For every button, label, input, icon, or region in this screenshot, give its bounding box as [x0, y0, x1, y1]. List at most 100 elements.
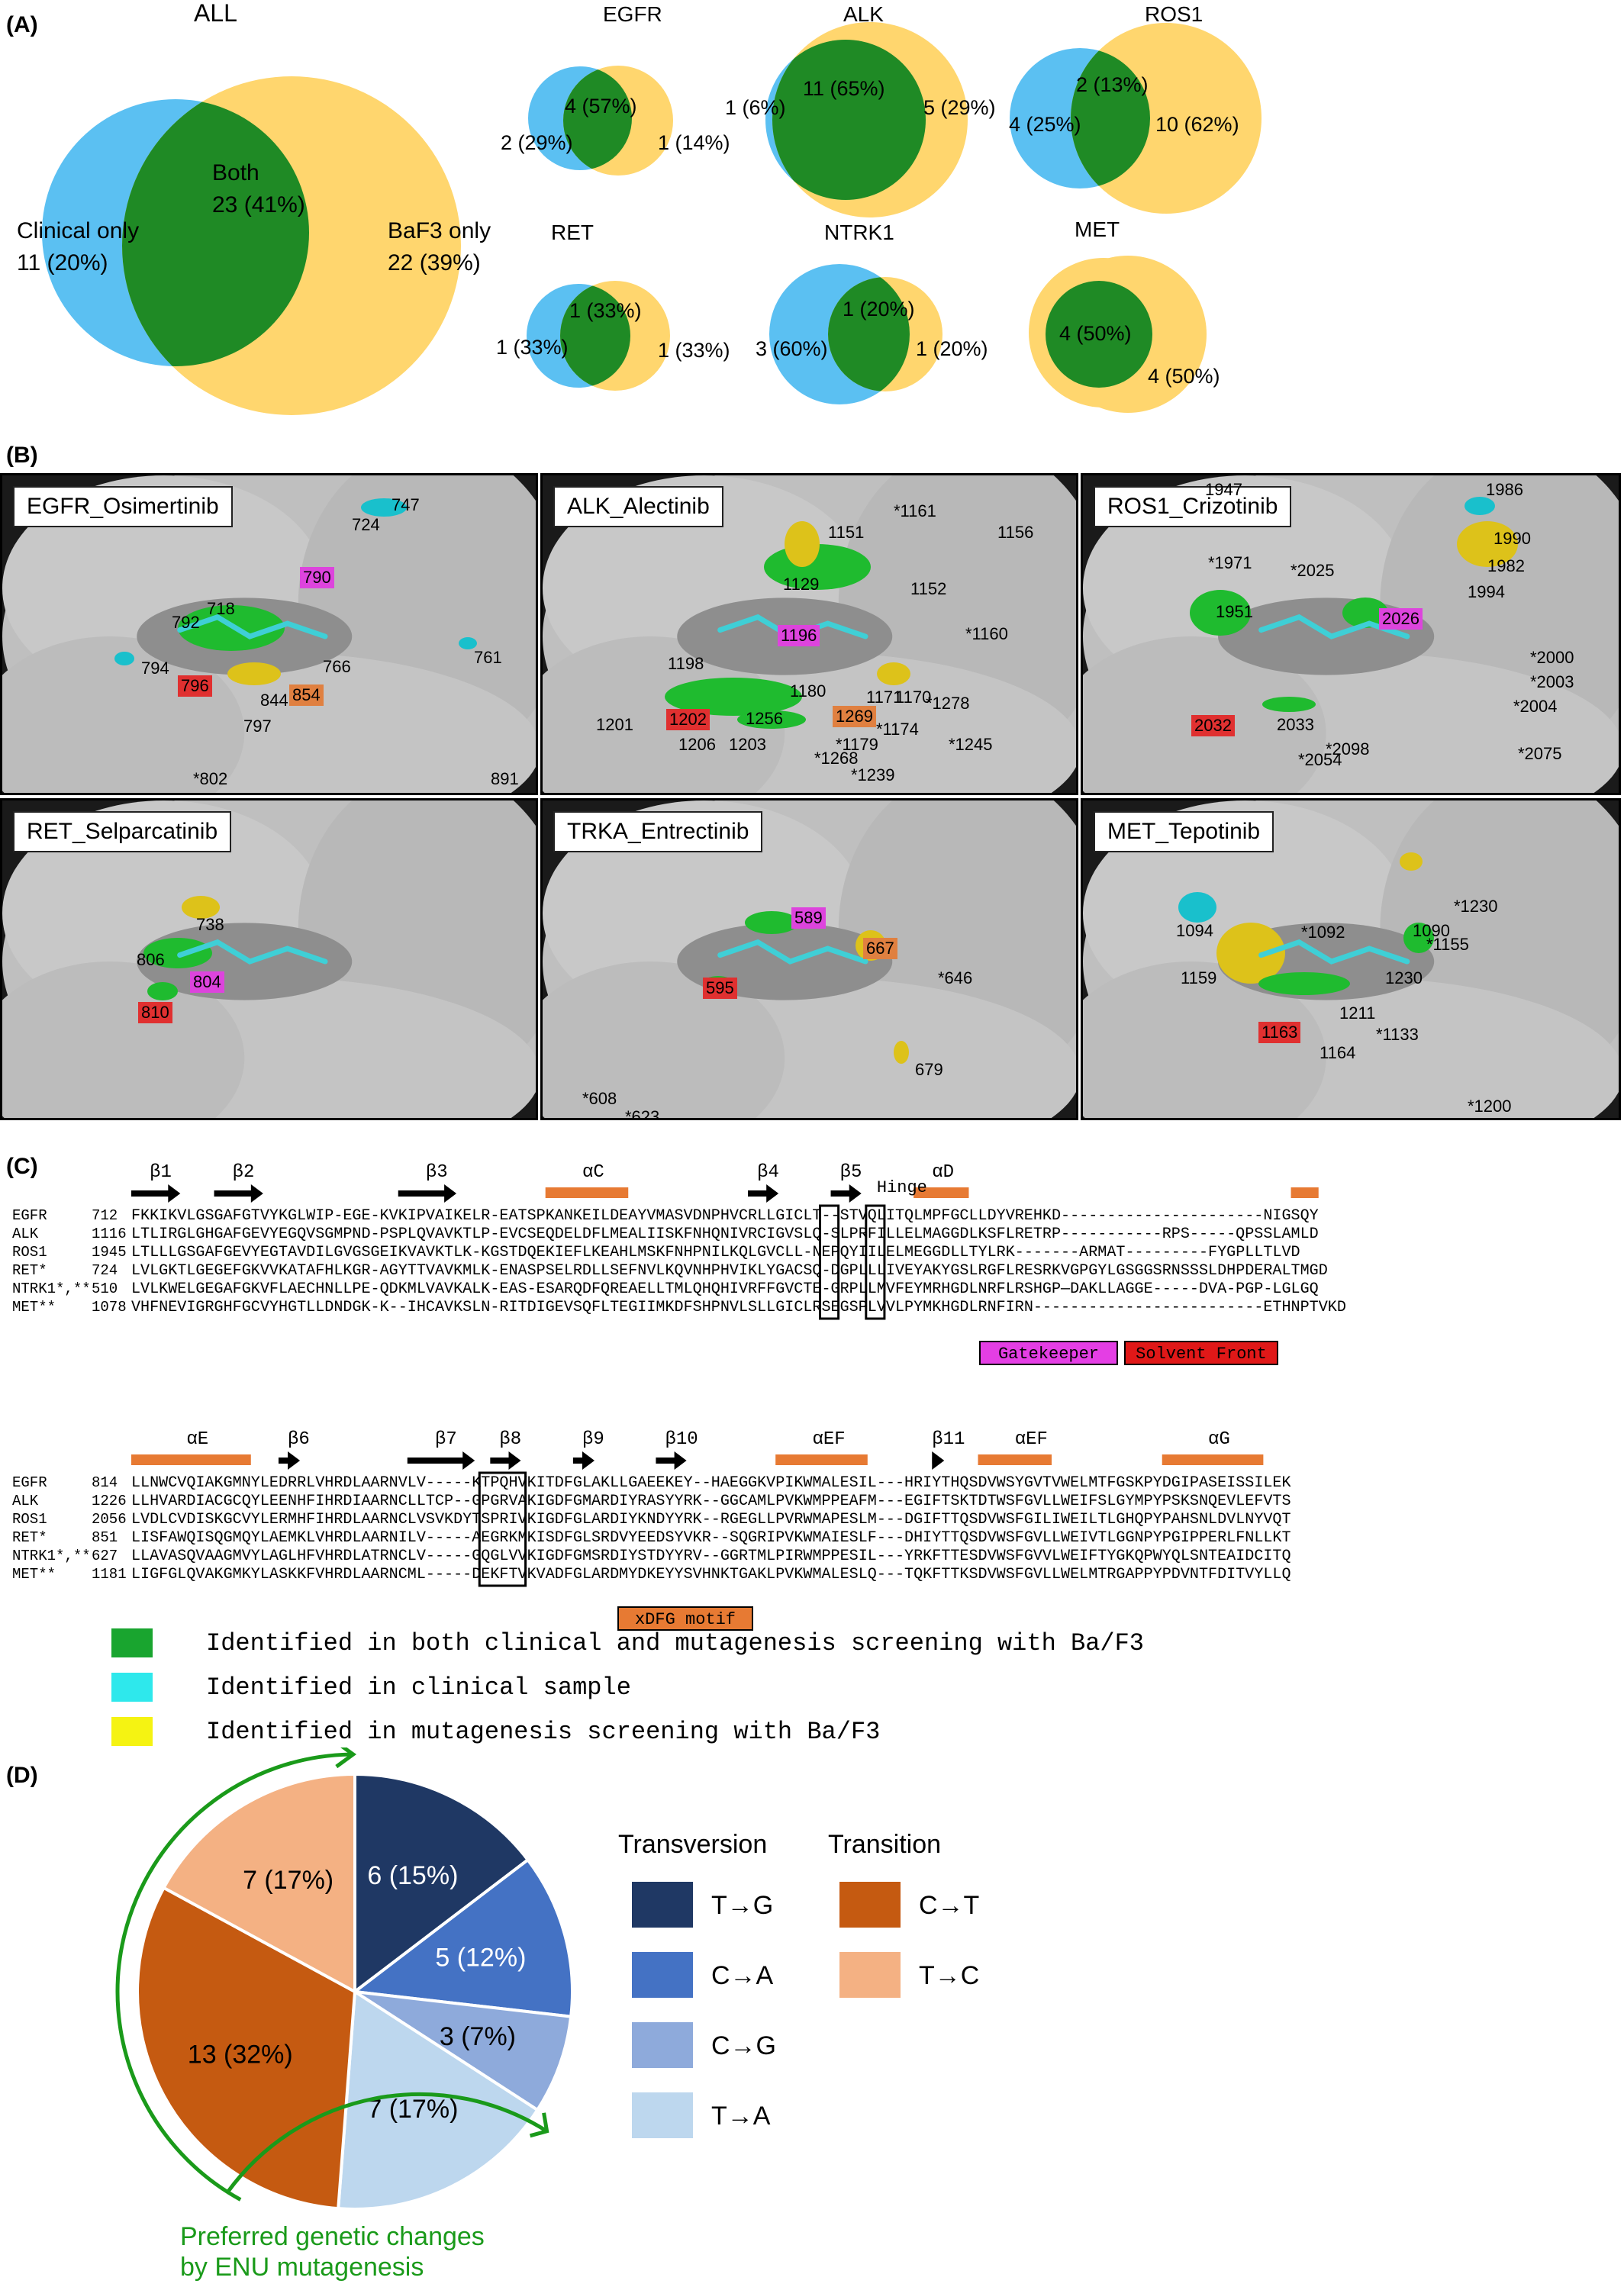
pie-slice-label: 6 (15%) — [367, 1861, 458, 1890]
residue-label: 1206 — [678, 735, 716, 754]
alignment-row-start: 724 — [92, 1262, 118, 1279]
pie-slice — [353, 1990, 573, 2112]
venn-ros1-right: 10 (62%) — [1155, 113, 1239, 136]
motif-tag — [1124, 1341, 1278, 1365]
residue-label: *623 — [625, 1107, 660, 1120]
residue-label: 854 — [289, 684, 324, 706]
residue-label: *1160 — [965, 624, 1008, 643]
beta-strand-arrow — [398, 1184, 457, 1203]
beta-strand-arrow — [572, 1451, 594, 1470]
residue-label: *2000 — [1530, 648, 1574, 667]
legend-swatch — [839, 1952, 901, 1998]
residue-label: 595 — [703, 978, 737, 999]
ligand-sticks — [177, 614, 328, 639]
structure-label: β3 — [426, 1162, 448, 1183]
protein-surface-render — [1083, 800, 1619, 1118]
residue-label: 589 — [791, 907, 826, 929]
residue-label: 891 — [491, 769, 519, 788]
alignment-sequence: FKKIKVLGSGAFGTVYKGLWIP-EGE-KVKIPVAIKELR-… — [131, 1207, 1319, 1225]
structure-title: TRKA_Entrectinib — [553, 811, 763, 852]
structure-label: β2 — [233, 1162, 255, 1183]
residue-label: 718 — [207, 599, 235, 618]
annotation-arc — [115, 1752, 350, 2202]
venn-all-center-label: Both — [212, 160, 259, 185]
structure-label: β9 — [582, 1429, 604, 1450]
structure-label: β7 — [435, 1429, 457, 1450]
residue-label: 1203 — [729, 735, 766, 754]
residue-label: 1198 — [668, 654, 704, 673]
pie-slice-label: 13 (32%) — [188, 2041, 293, 2070]
pie-slice-label: 5 (12%) — [435, 1944, 526, 1973]
venn-ret-right: 1 (33%) — [658, 339, 730, 362]
pie-slice — [337, 1989, 540, 2211]
residue-label: 2033 — [1277, 715, 1314, 734]
alignment-sequence: LTLIRGLGHGAFGEVYEGQVSGMPND-PSPLQVAVKTLP-… — [131, 1226, 1319, 1243]
residue-label: 747 — [392, 495, 420, 514]
alignment-row-start: 1181 — [92, 1566, 127, 1583]
legend-swatch — [632, 1882, 693, 1928]
residue-box — [865, 1204, 886, 1320]
motif-label: Solvent Front — [1136, 1345, 1267, 1364]
venn-egfr-left: 2 (29%) — [501, 131, 573, 154]
venn-ret: RET 1 (33%) 1 (33%) 1 (33%) — [496, 221, 730, 391]
helix-bar — [545, 1187, 629, 1198]
residue-label: *802 — [193, 769, 228, 788]
alignment-sequence: LTLLLGSGAFGEVYEGTAVDILGVGSGEIKVAVKTLK-KG… — [131, 1244, 1300, 1261]
motif-label: xDFG motif — [635, 1610, 736, 1629]
residue-label: *2098 — [1326, 739, 1370, 759]
structure-title: ALK_Alectinib — [553, 486, 723, 527]
hinge-label: Hinge — [877, 1178, 927, 1197]
legend-swatch — [111, 1628, 153, 1657]
legend-group-title: Transversion — [618, 1830, 767, 1859]
venn-ret-title: RET — [551, 221, 594, 244]
alignment-row-name: MET** — [12, 1566, 56, 1583]
residue-label: 1152 — [910, 579, 947, 598]
legend-label: C→A — [711, 1961, 774, 1990]
structure-label: β5 — [840, 1162, 862, 1183]
legend-group-title: Transition — [828, 1830, 941, 1859]
alignment-row-start: 851 — [92, 1529, 118, 1546]
venn-ntrk1-right: 1 (20%) — [916, 337, 988, 360]
residue-label: 792 — [172, 613, 200, 632]
structure-label: αD — [932, 1162, 954, 1183]
structure-label: αG — [1208, 1429, 1230, 1450]
residue-label: *1200 — [1468, 1097, 1512, 1116]
residue-label: 1156 — [997, 523, 1034, 542]
helix-bar — [914, 1187, 969, 1198]
venn-met-center: 4 (50%) — [1059, 322, 1132, 345]
residue-label: 1982 — [1487, 556, 1525, 575]
alignment-sequence: LLAVASQVAAGMVYLAGLHFVHRDLATRNCLV-----GQG… — [131, 1548, 1291, 1565]
residue-label: 790 — [300, 567, 334, 588]
panel-label-a: (A) — [6, 12, 38, 37]
venn-ntrk1-title: NTRK1 — [824, 221, 894, 244]
residue-label: 667 — [863, 938, 897, 959]
residue-label: *1230 — [1454, 897, 1498, 916]
venn-ros1-center: 2 (13%) — [1076, 73, 1149, 96]
residue-label: 1994 — [1468, 582, 1505, 601]
pie-slice — [161, 1772, 356, 1995]
residue-label: 1951 — [1216, 602, 1253, 621]
residue-label: *2003 — [1530, 672, 1574, 691]
alignment-row-start: 1226 — [92, 1493, 127, 1509]
venn-ret-left: 1 (33%) — [496, 336, 569, 359]
alignment-row-name: RET* — [12, 1262, 47, 1279]
helix-bar — [978, 1454, 1052, 1465]
residue-label: 1202 — [666, 709, 710, 730]
structure-label: β10 — [665, 1429, 698, 1450]
legend-label: C→T — [919, 1891, 979, 1920]
venn-alk-title: ALK — [843, 2, 884, 26]
alignment-row-name: EGFR — [12, 1207, 47, 1224]
legend-swatch — [111, 1673, 153, 1702]
mutation-pie-chart: 6 (15%)5 (12%)3 (7%)7 (17%)13 (32%)7 (17… — [115, 1747, 979, 2282]
alignment-row-start: 510 — [92, 1280, 118, 1297]
residue-label: *1179 — [836, 735, 878, 754]
residue-label: *1133 — [1376, 1025, 1419, 1044]
beta-strand-arrow — [748, 1184, 779, 1203]
residue-label: 1211 — [1339, 1003, 1376, 1023]
legend-label: T→G — [711, 1891, 773, 1920]
alignment-sequence: LVDLCVDISKGCVYLERMHFIHRDLAARNCLVSVKDYTSP… — [131, 1511, 1291, 1528]
